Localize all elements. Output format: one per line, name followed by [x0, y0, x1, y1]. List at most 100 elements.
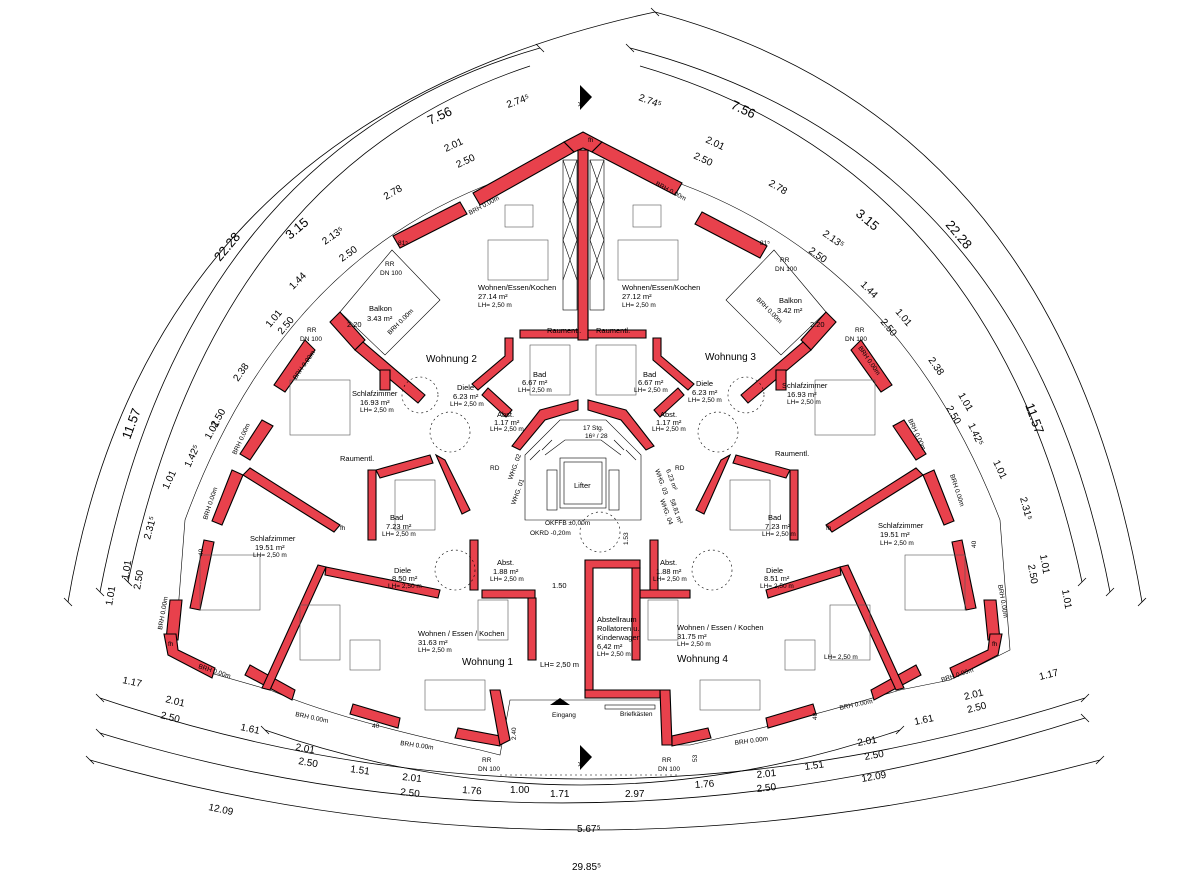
- dim-r-17: 1.01: [1059, 589, 1073, 611]
- lh-hall-label: LH= 2,50 m: [540, 660, 579, 669]
- abstellraum-line1: Abstellraum: [597, 615, 637, 624]
- raumentl-2: Raumentl.: [596, 326, 630, 335]
- room-w1-diele-area: 8.50 m²: [392, 574, 418, 583]
- room-w3-balkon-area: 3.42 m²: [777, 306, 803, 315]
- rd-label-2: RD: [675, 465, 685, 472]
- dim-7-56-left: 7.56: [425, 103, 454, 127]
- room-w3-wohnen-area: 27.12 m²: [622, 292, 652, 301]
- room-w3-wohnen-lh: LH= 2,50 m: [622, 302, 656, 309]
- room-w3-diele-area: 6.23 m²: [692, 388, 718, 397]
- raumentl-3: Raumentl.: [340, 454, 374, 463]
- room-w4-schlaf-lh: LH= 2,50 m: [880, 540, 914, 547]
- room-w3-bad-area: 6.67 m²: [638, 378, 664, 387]
- dim-11-57-right: 11.57: [1022, 401, 1047, 436]
- room-w2-schlaf-area: 16.93 m²: [360, 398, 390, 407]
- dim-b-16: 1.51: [804, 759, 825, 773]
- room-w4-wohnen-lh: LH= 2,50 m: [677, 641, 711, 648]
- dim-inner-2-20-left: 2.20: [347, 320, 362, 329]
- okffb-label: OKFFB ±0,00m: [545, 520, 590, 527]
- dim-22-28-left: 22.28: [211, 229, 243, 264]
- room-w2-diele-name: Diele: [457, 383, 474, 392]
- dim-b2-0: 12.09: [207, 802, 234, 818]
- dn100-label-6: DN 100: [658, 766, 680, 773]
- rr-label-4: RR: [855, 327, 865, 334]
- dim-l-0: 2.74⁵: [505, 92, 531, 110]
- dim-l-15: 1.01: [120, 559, 134, 581]
- dim-l-9: 2.38: [231, 361, 251, 384]
- dim-b-1: 2.01: [164, 694, 186, 709]
- dim-l-17: 1.01: [104, 585, 118, 607]
- dim-l-14: 2.31⁵: [142, 515, 159, 541]
- room-w3-bad-lh: LH= 2,50 m: [634, 387, 668, 394]
- dim-b-5: 2.50: [297, 756, 319, 770]
- room-w2-schlaf-lh: LH= 2,50 m: [360, 407, 394, 414]
- unit-wohnung-1: Wohnung 1: [462, 657, 513, 668]
- dim-b-2: 2.50: [159, 710, 181, 725]
- room-w2-abst-area: 1.17 m²: [494, 418, 520, 427]
- room-w4-abst-name: Abst.: [660, 558, 677, 567]
- dim-inner-40-d: 40: [812, 712, 819, 720]
- dim-b-4: 2.01: [294, 742, 316, 756]
- room-w2-diele-lh: LH= 2,50 m: [450, 401, 484, 408]
- room-w3-abst-name: Abst.: [660, 410, 677, 419]
- brh-label-12: BRH 0.00m: [996, 584, 1009, 618]
- room-w4-abst-lh: LH= 2,50 m: [653, 576, 687, 583]
- dim-inner-1-53: 1.53: [623, 532, 630, 545]
- dim-b-13: 1.76: [694, 779, 715, 791]
- lift-label: Lifter: [574, 481, 591, 490]
- turning-circles: [401, 376, 765, 591]
- staircase: [524, 419, 642, 521]
- room-w3-bad-name: Bad: [643, 370, 656, 379]
- dim-r-4: 2.13⁵: [820, 228, 846, 251]
- room-w2-balkon-area: 3.43 m²: [367, 314, 393, 323]
- room-w3-balkon-name: Balkon: [779, 296, 802, 305]
- room-w4-schlaf-area: 19.51 m²: [880, 530, 910, 539]
- section-marks: [550, 85, 592, 770]
- dim-l-2: 2.50: [455, 152, 478, 170]
- room-w1-schlaf-lh: LH= 2,50 m: [253, 552, 287, 559]
- unit-wohnung-2: Wohnung 2: [426, 354, 477, 365]
- abstellraum-line2: Rollatoren u.: [597, 624, 640, 633]
- section-mark-bottom: A: [576, 762, 583, 767]
- rr-label-3: RR: [307, 327, 317, 334]
- unit-labels: Wohnung 2 Wohnung 3 Wohnung 1 Wohnung 4: [426, 352, 756, 668]
- bottom-dimensions: 1.17 2.01 2.50 1.61 2.01 2.50 1.51 2.01 …: [121, 667, 1060, 873]
- room-w3-schlaf-name: Schlafzimmer: [782, 381, 828, 390]
- dim-r-6: 1.44: [858, 279, 880, 301]
- dn100-label-1: DN 100: [380, 270, 402, 277]
- dim-3-15-left: 3.15: [282, 215, 311, 243]
- rr-label-5: RR: [482, 757, 492, 764]
- dim-r-13: 1.01: [990, 459, 1008, 482]
- dim-r-2: 2.50: [692, 151, 715, 169]
- dim-l-11: 1.42⁵: [183, 443, 203, 469]
- dim-b-7: 2.01: [402, 772, 423, 785]
- dim-r-10: 1.01: [955, 391, 974, 414]
- brh-label-17: BRH 0.00m: [400, 740, 434, 752]
- dim-inner-40-b: 40: [372, 723, 380, 730]
- dn100-label-3: DN 100: [300, 336, 322, 343]
- dim-r-15: 1.01: [1037, 554, 1051, 576]
- dim-b-8: 2.50: [400, 787, 421, 800]
- room-w4-bad-name: Bad: [768, 513, 781, 522]
- fh-label-1: fh: [588, 137, 594, 144]
- balconies: [339, 249, 827, 356]
- furniture: [199, 204, 966, 711]
- dim-r-3: 2.78: [767, 178, 790, 197]
- dim-11-57-left: 11.57: [119, 406, 144, 441]
- room-w1-schlaf-name: Schlafzimmer: [250, 534, 296, 543]
- room-w4-bad-lh: LH= 2,50 m: [762, 531, 796, 538]
- interior-walls: [242, 329, 924, 746]
- abstellraum-lh: LH= 2,50 m: [597, 651, 631, 658]
- room-w2-schlaf-name: Schlafzimmer: [352, 389, 398, 398]
- room-w4-abst-area: 1.88 m²: [656, 567, 682, 576]
- rr-label-2: RR: [780, 257, 790, 264]
- room-labels: Wohnen/Essen/Kochen 27.14 m² LH= 2,50 m …: [250, 283, 924, 658]
- dim-b-11: 1.71: [550, 789, 570, 800]
- dim-l-5: 2.50: [337, 244, 360, 264]
- building-outline-inner: [174, 139, 1011, 756]
- mailboxes: [604, 704, 656, 710]
- dim-l-3: 2.78: [382, 183, 405, 202]
- room-w4-schlaf-name: Schlafzimmer: [878, 521, 924, 530]
- dim-r-0: 2.74⁵: [637, 92, 663, 110]
